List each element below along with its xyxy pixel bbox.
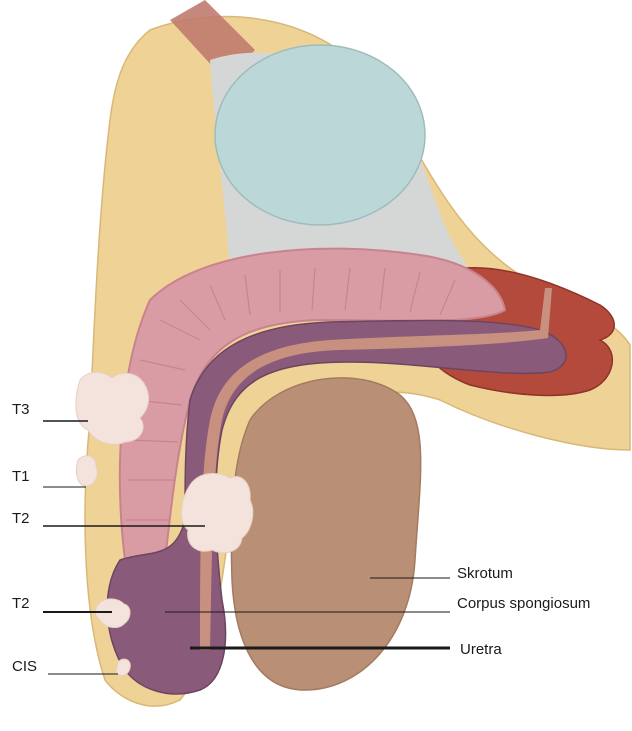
label-t2-lower: T2 [12, 595, 30, 612]
label-t1: T1 [12, 468, 30, 485]
label-cis: CIS [12, 658, 37, 675]
scrotum [231, 378, 420, 690]
label-uretra: Uretra [460, 641, 502, 658]
label-t2-upper: T2 [12, 510, 30, 527]
label-skrotum: Skrotum [457, 565, 513, 582]
label-t3: T3 [12, 401, 30, 418]
tumor-t3 [76, 372, 149, 444]
tumor-t1 [76, 456, 97, 486]
bladder [215, 45, 425, 225]
label-corpus-spongiosum: Corpus spongiosum [457, 595, 590, 612]
